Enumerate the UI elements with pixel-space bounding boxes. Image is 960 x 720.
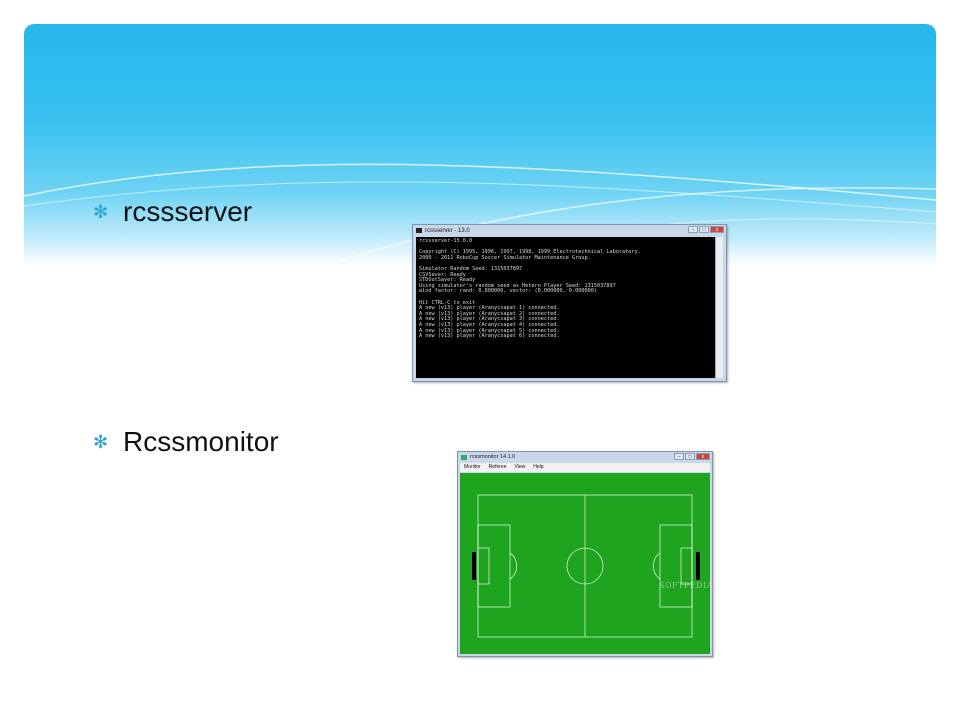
console-line: wind factor: rand: 0.000000, vector: (0.… [419,288,598,295]
window-title: rcssmonitor 14.1.0 [470,454,516,460]
bullet-text: rcssserver [123,196,253,227]
console-line: Copyright (C) 1995, 1996, 1997, 1998, 19… [419,249,641,256]
console-line: A new (v13) player (Aranycsapat 5) conne… [419,327,560,334]
window-titlebar: rcssserver - 13.0 [413,225,726,236]
left-goal [472,552,476,580]
console-line: rcssserver-15.0.0 [419,238,473,244]
bullet-text: Rcssmonitor [123,426,279,457]
bullet-star-icon: ✻ [93,431,109,453]
menu-help[interactable]: Help [533,464,544,470]
pitch-lines [472,494,700,638]
minimize-icon[interactable]: – [688,226,698,233]
rcssmonitor-window: rcssmonitor 14.1.0 – □ x Monitor Referee… [457,451,713,657]
right-goal [696,552,700,580]
scrollbar[interactable] [715,237,723,378]
console-line: A new (v13) player (Aranycsapat 4) conne… [419,321,560,328]
console-line: A new (v13) player (Aranycsapat 3) conne… [419,316,560,323]
window-titlebar: rcssmonitor 14.1.0 [458,452,712,462]
console-icon [416,228,422,233]
console-output: rcssserver-15.0.0 Copyright (C) 1995, 19… [416,237,716,378]
menu-bar: Monitor Referee View Help [460,463,710,472]
close-icon[interactable]: x [710,226,724,233]
menu-monitor[interactable]: Monitor [464,464,481,470]
rcssserver-console-window: rcssserver - 13.0 – □ x rcssserver-15.0.… [412,224,727,382]
console-line: CSVSaver: Ready [419,271,466,278]
console-line: A new (v13) player (Aranycsapat 1) conne… [419,305,560,312]
console-line: 2000 - 2011 RoboCup Soccer Simulator Mai… [419,254,591,261]
menu-referee[interactable]: Referee [488,464,507,470]
minimize-icon[interactable]: – [674,453,684,460]
window-controls: – □ x [674,453,710,460]
maximize-icon[interactable]: □ [685,453,695,460]
watermark: SOFTPEDIA [659,581,713,590]
console-line: A new (v13) player (Aranycsapat 2) conne… [419,310,560,317]
soccer-field: SOFTPEDIA [460,473,713,654]
window-controls: – □ x [688,226,724,233]
bullet-star-icon: ✻ [93,201,109,223]
console-line: Hit CTRL-C to exit [419,299,476,306]
window-title: rcssserver - 13.0 [425,227,470,234]
console-line: Using simulator's random seed as Hetero … [419,282,616,289]
menu-view[interactable]: View [514,464,526,470]
monitor-app-icon [461,454,467,460]
bullet-rcssserver: ✻ rcssserver [93,196,252,228]
console-line: A new (v13) player (Aranycsapat 6) conne… [419,333,560,340]
console-line: Simulator Random Seed: 1315037897 [419,265,523,272]
maximize-icon[interactable]: □ [699,226,709,233]
bullet-rcssmonitor: ✻ Rcssmonitor [93,426,279,458]
console-line: STDOutSaver: Ready [419,277,476,284]
close-icon[interactable]: x [696,453,710,460]
